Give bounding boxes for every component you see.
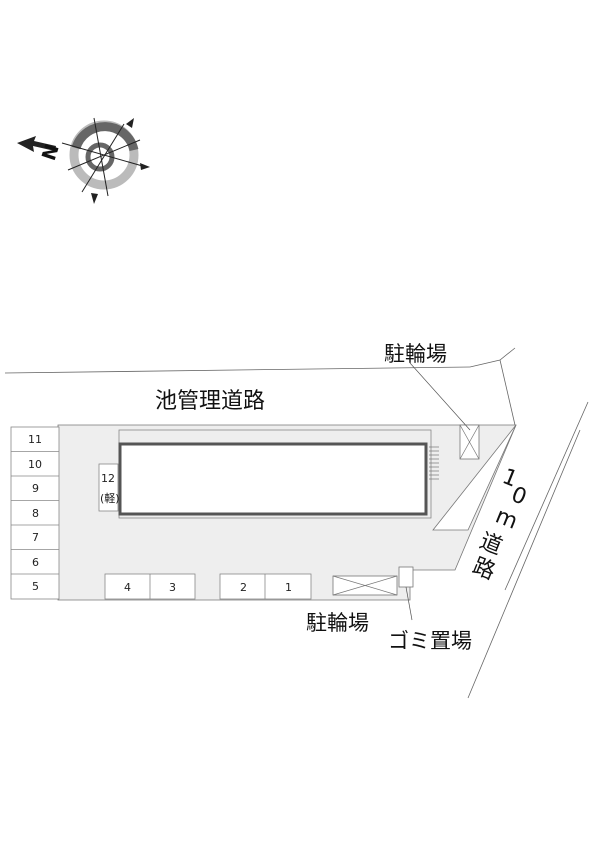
bicycle-parking-bottom-label: 駐輪場 xyxy=(306,611,369,635)
parking-slot-number: 6 xyxy=(32,556,39,569)
road-edge-top xyxy=(4,366,471,374)
stairs xyxy=(429,446,439,480)
compass-line xyxy=(81,123,125,193)
parking-slot-number: 9 xyxy=(32,482,39,495)
building xyxy=(118,442,428,516)
road-edge-top-right xyxy=(469,347,516,368)
wide-road-edge-1 xyxy=(504,401,589,591)
garbage-area-label: ゴミ置場 xyxy=(388,629,472,653)
compass-outer-ring-dark-arc xyxy=(71,122,139,152)
road-lines xyxy=(4,347,589,699)
leader-line xyxy=(405,586,413,621)
compass-tip-icon xyxy=(140,163,150,170)
compass-rose: N xyxy=(17,117,150,204)
lot-white-triangle xyxy=(432,424,517,531)
compass-tip-icon xyxy=(91,193,98,204)
compass-line xyxy=(93,117,109,197)
compass-arrow-icon xyxy=(17,136,56,152)
parking-slot-kei-note: (軽) xyxy=(100,492,120,505)
parking-slot-number: 3 xyxy=(169,581,176,594)
garbage-area-box xyxy=(398,566,414,621)
parking-slot-number: 10 xyxy=(28,458,42,471)
bicycle-parking-top-label: 駐輪場 xyxy=(384,342,447,366)
road-edge-right-inner xyxy=(499,359,516,426)
pond-management-road-label: 池管理道路 xyxy=(155,389,265,414)
left-parking-column: 11 10 9 8 7 6 5 xyxy=(10,426,60,600)
parking-slot-number: 8 xyxy=(32,507,39,520)
parking-slot-number: 11 xyxy=(28,433,42,446)
parking-slot-number: 4 xyxy=(124,581,131,594)
parking-slot-number: 1 xyxy=(285,581,292,594)
compass-line xyxy=(61,142,147,168)
leader-line xyxy=(409,362,471,431)
wide-road-edge-2 xyxy=(467,429,581,699)
bottom-parking-row-left: 4 3 xyxy=(104,573,196,600)
bottom-parking-row-right: 2 1 xyxy=(219,573,312,600)
parking-slot-12: 12 (軽) xyxy=(98,463,120,512)
parking-slot-number: 7 xyxy=(32,531,39,544)
parking-slot-number: 5 xyxy=(32,580,39,593)
bicycle-parking-top-area xyxy=(409,362,480,460)
parking-slot-number: 12 xyxy=(101,472,115,485)
compass-tip-icon xyxy=(126,118,134,128)
parking-slot-number: 2 xyxy=(240,581,247,594)
compass-north-letter: N xyxy=(38,141,64,163)
bicycle-parking-bottom-area xyxy=(332,575,398,596)
